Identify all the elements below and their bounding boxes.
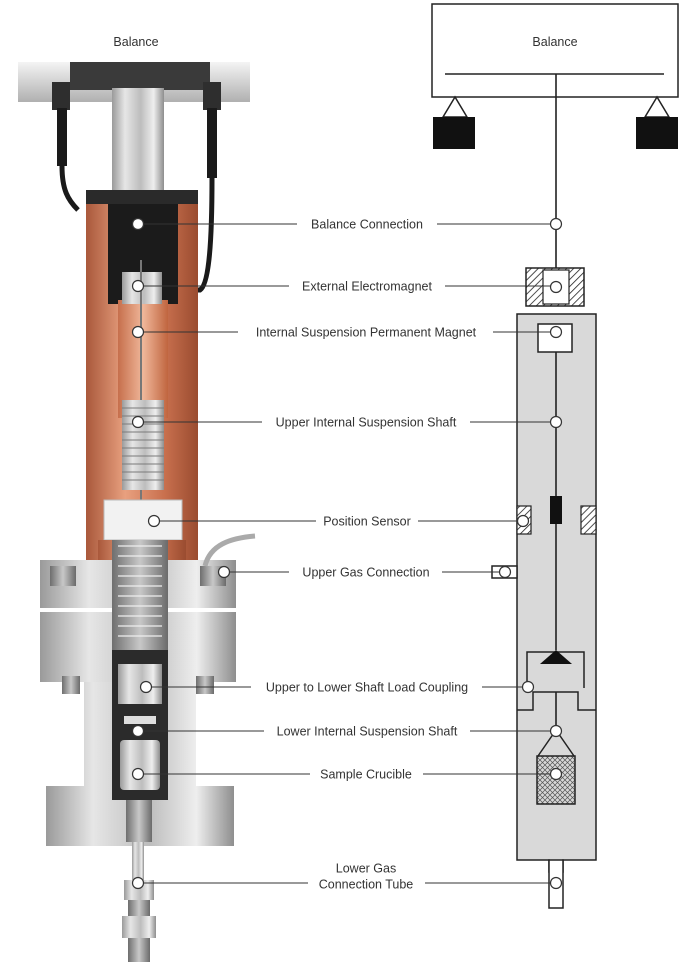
label-position-sensor: Position Sensor [323, 515, 411, 529]
lower-gas-tube [122, 800, 156, 962]
instrument-photo [18, 62, 256, 962]
label-upper-shaft: Upper Internal Suspension Shaft [276, 416, 457, 430]
label-load-coupling: Upper to Lower Shaft Load Coupling [266, 681, 468, 695]
callouts [143, 223, 552, 884]
copper-housing-shadow [86, 190, 198, 204]
schematic-load-coupling [517, 650, 596, 730]
label-lower-gas-line1: Lower Gas [336, 862, 396, 876]
schematic-balance-box [431, 3, 679, 98]
label-lower-gas-line2: Connection Tube [319, 878, 414, 892]
photo-title: Balance [113, 35, 158, 49]
left-weight [433, 95, 475, 149]
label-upper-gas: Upper Gas Connection [302, 566, 429, 580]
left-cable-connector [52, 82, 80, 212]
upper-shaft-tube [112, 88, 164, 198]
right-weight [636, 95, 678, 149]
balance-housing-dark [70, 62, 210, 90]
schematic [431, 3, 679, 909]
threaded-shaft [122, 400, 164, 490]
sensor-ring [103, 499, 183, 541]
callout-markers [131, 217, 563, 890]
upper-gas-pipe [202, 533, 256, 567]
label-internal-magnet: Internal Suspension Permanent Magnet [256, 326, 477, 340]
schematic-electromagnet [525, 267, 585, 307]
schematic-title: Balance [532, 35, 577, 49]
label-sample-crucible: Sample Crucible [320, 768, 412, 782]
label-balance-connection: Balance Connection [311, 218, 423, 232]
right-cable-connector [195, 82, 221, 293]
label-external-electromagnet: External Electromagnet [302, 280, 432, 294]
inner-copper-core [118, 300, 168, 418]
lower-body [46, 540, 234, 846]
callout-labels: Balance Connection External Electromagne… [256, 218, 477, 892]
label-lower-shaft: Lower Internal Suspension Shaft [277, 725, 458, 739]
